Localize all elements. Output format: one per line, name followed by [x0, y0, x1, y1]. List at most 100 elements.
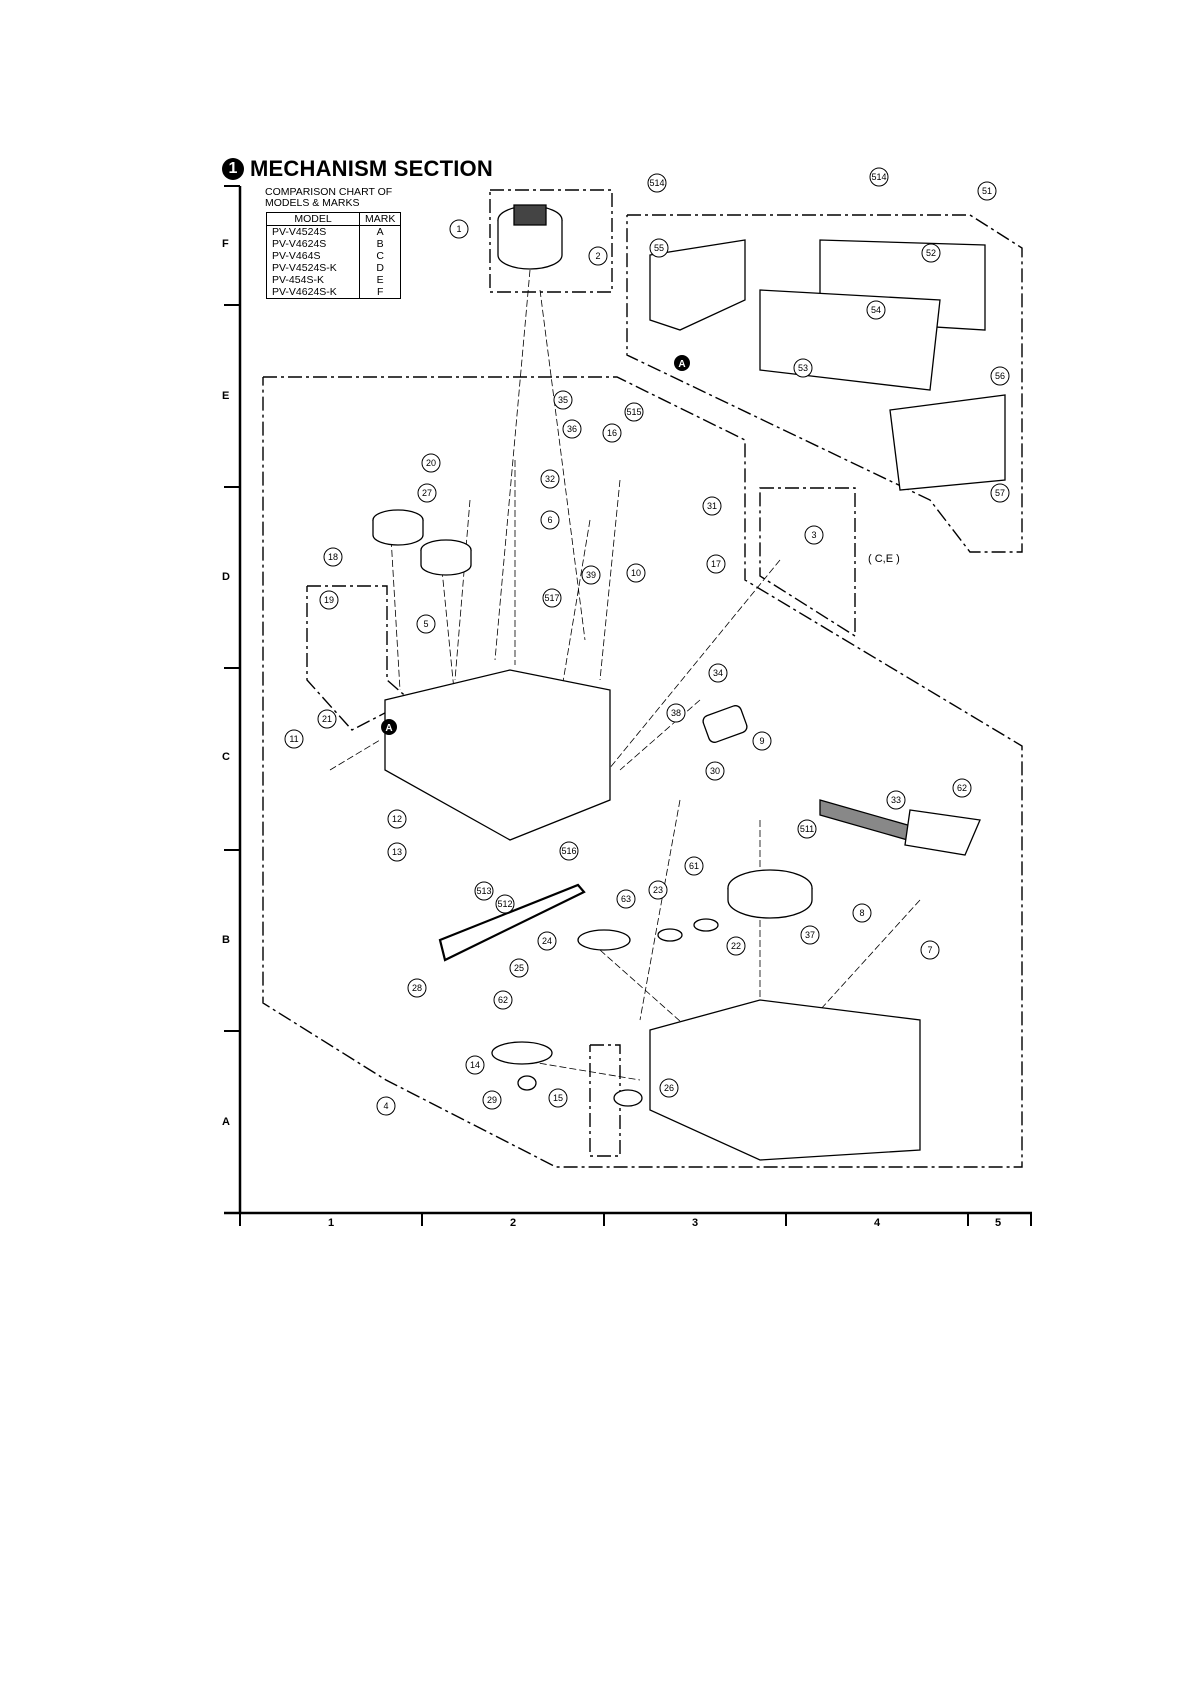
grid-column-label-5: 5 [995, 1217, 1002, 1229]
svg-text:51: 51 [982, 186, 992, 196]
svg-text:52: 52 [926, 248, 936, 258]
svg-text:8: 8 [859, 908, 864, 918]
part-callout: 14 [465, 1055, 485, 1075]
grid-column-label-4: 4 [874, 1217, 881, 1229]
part-callout: 15 [548, 1088, 568, 1108]
svg-text:39: 39 [586, 570, 596, 580]
svg-text:2: 2 [595, 251, 600, 261]
comparison-chart-title-line1: COMPARISON CHART OF [265, 186, 393, 198]
svg-text:62: 62 [957, 783, 967, 793]
svg-text:30: 30 [710, 766, 720, 776]
svg-text:62: 62 [498, 995, 508, 1005]
part-callout: 517 [542, 588, 562, 608]
part-callout: 62 [952, 778, 972, 798]
part-callout: 32 [540, 469, 560, 489]
svg-text:38: 38 [671, 708, 681, 718]
part-callout: 11 [284, 729, 304, 749]
comparison-chart-title-line2: MODELS & MARKS [265, 197, 360, 209]
part-callout: 29 [482, 1090, 502, 1110]
svg-text:34: 34 [713, 668, 723, 678]
part-callout: 5 [416, 614, 436, 634]
svg-text:15: 15 [553, 1093, 563, 1103]
part-callout: 38 [666, 703, 686, 723]
svg-text:514: 514 [871, 172, 886, 182]
part-callouts: 1 2 3 4 5 6 7 8 9 10 11 12 13 14 15 16 1… [284, 167, 1010, 1116]
leader-lines [329, 269, 921, 1081]
part-callout: 12 [387, 809, 407, 829]
svg-text:21: 21 [322, 714, 332, 724]
svg-text:27: 27 [422, 488, 432, 498]
svg-text:56: 56 [995, 371, 1005, 381]
grid-column-label-3: 3 [692, 1217, 699, 1229]
svg-text:1: 1 [456, 224, 461, 234]
svg-text:23: 23 [653, 885, 663, 895]
part-callout: 36 [562, 419, 582, 439]
svg-text:36: 36 [567, 424, 577, 434]
svg-text:37: 37 [805, 930, 815, 940]
part-callout: 6 [540, 510, 560, 530]
part-callout: 19 [319, 590, 339, 610]
part-callout: 9 [752, 731, 772, 751]
part-callout: 17 [706, 554, 726, 574]
part-callout: 54 [866, 300, 886, 320]
part-callout: 30 [705, 761, 725, 781]
part-callout: 3 [804, 525, 824, 545]
part-callout: 1 [449, 219, 469, 239]
svg-text:9: 9 [759, 736, 764, 746]
mark-cell: F [358, 286, 402, 299]
part-callout: 21 [317, 709, 337, 729]
grid-column-label-1: 1 [328, 1217, 335, 1229]
svg-text:517: 517 [544, 593, 559, 603]
svg-text:57: 57 [995, 488, 1005, 498]
part-callout: 57 [990, 483, 1010, 503]
section-title: 1 MECHANISM SECTION [222, 156, 493, 182]
part-callout: 13 [387, 842, 407, 862]
assembly-boundaries [262, 189, 1023, 1168]
svg-text:12: 12 [392, 814, 402, 824]
part-callout: 51 [977, 181, 997, 201]
part-callout: 23 [648, 880, 668, 900]
part-callout: 25 [509, 958, 529, 978]
model-cell: PV-V464S [266, 250, 360, 262]
grid-frame [224, 186, 1032, 1215]
svg-text:4: 4 [383, 1101, 388, 1111]
part-callout: 511 [797, 819, 817, 839]
reference-marker-a: A [381, 719, 397, 735]
svg-text:35: 35 [558, 395, 568, 405]
svg-text:55: 55 [654, 243, 664, 253]
svg-text:54: 54 [871, 305, 881, 315]
model-column-header: MODEL [266, 212, 360, 226]
part-callout: 18 [323, 547, 343, 567]
part-callout: 26 [659, 1078, 679, 1098]
part-callout: 4 [376, 1096, 396, 1116]
comparison-chart-title: COMPARISON CHART OF MODELS & MARKS [265, 187, 415, 209]
part-callout: 513 [474, 881, 494, 901]
svg-text:13: 13 [392, 847, 402, 857]
model-cell: PV-V4624S [266, 238, 360, 250]
grid-ticks [224, 185, 1032, 1226]
model-cell: PV-454S-K [266, 274, 360, 286]
svg-text:6: 6 [547, 515, 552, 525]
grid-row-label-e: E [222, 390, 230, 402]
comparison-chart-header-row: MODEL MARK [266, 212, 402, 226]
part-callout: 55 [649, 238, 669, 258]
part-callout: 63 [616, 889, 636, 909]
svg-text:3: 3 [811, 530, 816, 540]
svg-text:53: 53 [798, 363, 808, 373]
part-callout: 35 [553, 390, 573, 410]
section-title-text: MECHANISM SECTION [250, 156, 493, 181]
svg-text:63: 63 [621, 894, 631, 904]
mark-cell: D [358, 262, 402, 274]
model-cell: PV-V4524S-K [266, 262, 360, 274]
svg-text:33: 33 [891, 795, 901, 805]
reference-marker-a-text: A [385, 723, 392, 734]
part-callout: 27 [417, 483, 437, 503]
svg-text:17: 17 [711, 559, 721, 569]
grid-row-label-c: C [222, 751, 230, 763]
svg-text:514: 514 [649, 178, 664, 188]
